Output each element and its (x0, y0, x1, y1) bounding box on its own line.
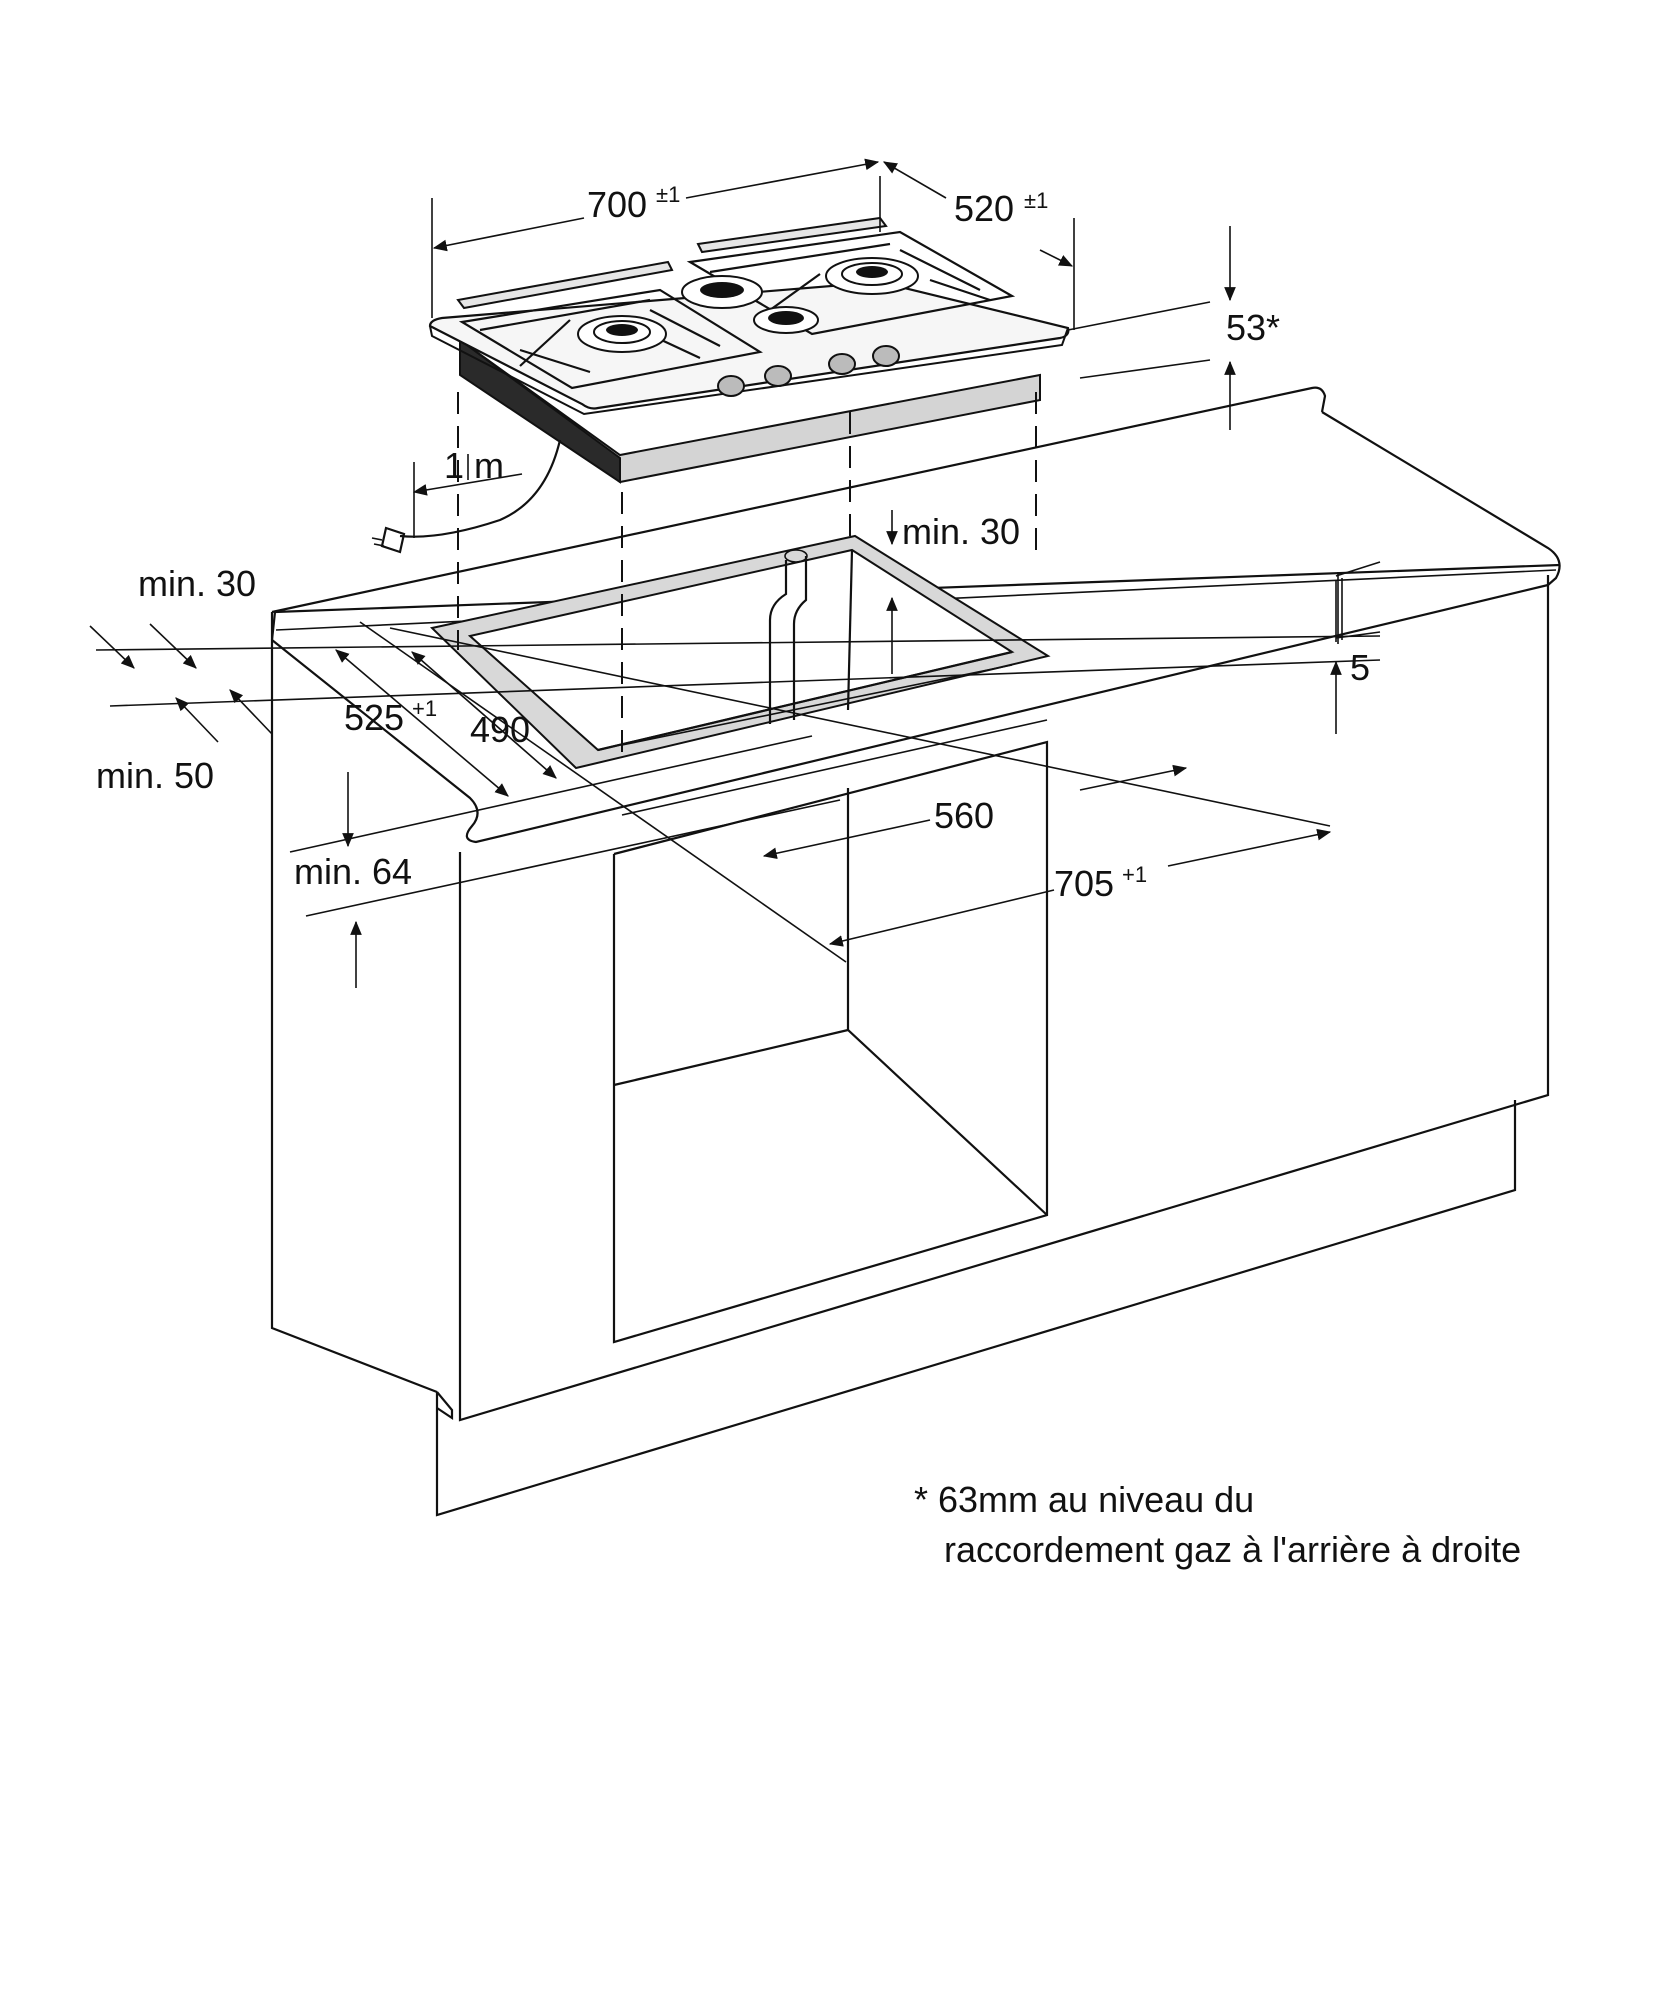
power-cable (399, 439, 562, 538)
plug-icon (371, 526, 406, 554)
footnote: * 63mm au niveau du raccordement gaz à l… (914, 1479, 1521, 1570)
label-inner-width: 560 (934, 795, 994, 836)
gas-hob (371, 216, 1070, 554)
label-width: 700 (587, 184, 647, 225)
label-cutout-width-tol: +1 (1122, 862, 1147, 887)
kitchen-cabinet (270, 386, 1561, 1517)
projection-lines (457, 392, 1037, 760)
worktop-cutout (359, 534, 1331, 963)
label-top-thickness: min. 64 (294, 851, 412, 892)
dimension-labels: 700 ±1 520 ±1 53* 1 m min. 30 min. 30 mi… (96, 182, 1370, 904)
burner-front-left (577, 315, 667, 353)
label-cutout-depth: 525 (344, 697, 404, 738)
label-rear-clearance: min. 30 (902, 511, 1020, 552)
dimension-lines (89, 158, 1381, 988)
label-height: 53* (1226, 307, 1280, 348)
footnote-line-1: * 63mm au niveau du (914, 1479, 1254, 1520)
control-knobs (717, 345, 900, 397)
label-depth: 520 (954, 188, 1014, 229)
label-front-min30: min. 30 (138, 563, 256, 604)
label-width-tol: ±1 (656, 182, 680, 207)
label-cutout-depth-tol: +1 (412, 696, 437, 721)
label-inner-depth: 490 (470, 709, 530, 750)
label-front-min50: min. 50 (96, 755, 214, 796)
label-cutout-width: 705 (1054, 863, 1114, 904)
label-recess: 5 (1350, 647, 1370, 688)
footnote-line-2: raccordement gaz à l'arrière à droite (944, 1529, 1521, 1570)
burner-rear-left (681, 275, 763, 309)
burner-right (825, 257, 919, 295)
label-cable: 1 m (444, 445, 504, 486)
label-depth-tol: ±1 (1024, 188, 1048, 213)
burner-center (753, 306, 819, 334)
